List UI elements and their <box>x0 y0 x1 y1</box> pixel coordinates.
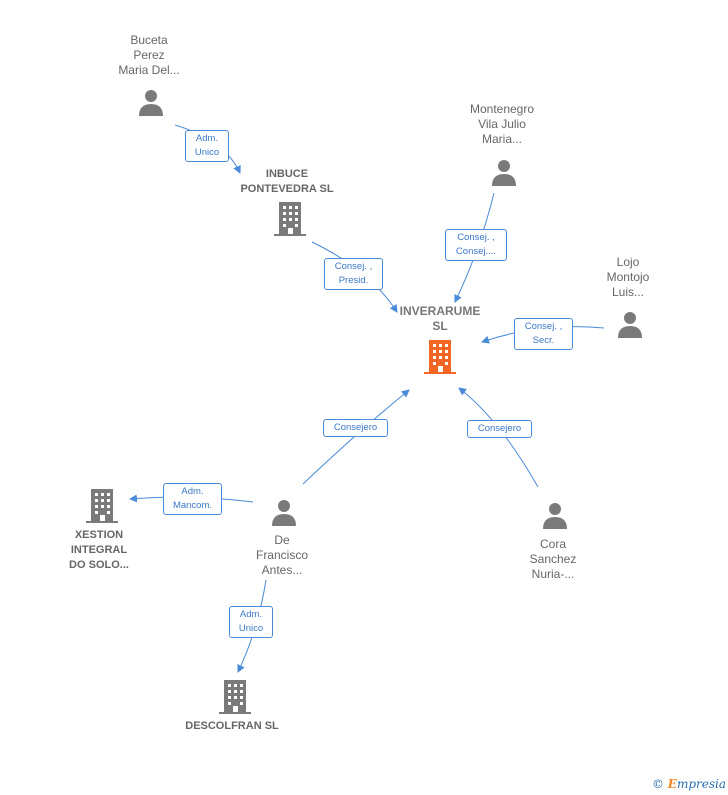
building-icon[interactable] <box>274 202 306 236</box>
node-label-inbuce[interactable]: INBUCE PONTEVEDRA SL <box>240 168 334 195</box>
node-label-de-francisco[interactable]: De Francisco Antes... <box>255 533 308 577</box>
edge-label-buceta-inbuce[interactable]: Adm. Unico <box>185 130 229 162</box>
node-label-descolfran[interactable]: DESCOLFRAN SL <box>185 720 279 732</box>
edge-label-inbuce-center[interactable]: Consej. , Presid. <box>324 258 383 290</box>
empresia-watermark: © Empresia <box>652 777 726 791</box>
edge-label-defrancisco-center[interactable]: Consejero <box>323 419 388 437</box>
building-icon[interactable] <box>86 489 118 523</box>
node-label-inverarume[interactable]: INVERARUME SL <box>399 304 481 333</box>
node-label-xestion[interactable]: XESTION INTEGRAL DO SOLO... <box>69 529 129 571</box>
node-label-cora[interactable]: Cora Sanchez Nuria-... <box>529 537 577 581</box>
person-icon[interactable] <box>490 158 518 186</box>
node-label-buceta[interactable]: Buceta Perez Maria Del... <box>118 33 180 77</box>
person-icon[interactable] <box>541 501 569 529</box>
building-icon-center[interactable] <box>424 340 456 374</box>
brand-initial: E <box>667 777 677 791</box>
edge-label-montenegro-center[interactable]: Consej. , Consej.... <box>445 229 507 261</box>
edge-label-defrancisco-descolfran[interactable]: Adm. Unico <box>229 606 273 638</box>
building-icon[interactable] <box>219 680 251 714</box>
edge-defrancisco-center <box>302 389 410 485</box>
edge-label-defrancisco-xestion[interactable]: Adm. Mancom. <box>163 483 222 515</box>
person-icon[interactable] <box>270 498 298 526</box>
edge-label-cora-center[interactable]: Consejero <box>467 420 532 438</box>
node-label-lojo[interactable]: Lojo Montojo Luis... <box>606 255 650 299</box>
copyright-symbol: © <box>651 777 664 791</box>
brand-name: mpresia <box>676 777 726 791</box>
person-icon[interactable] <box>616 310 644 338</box>
edge-label-lojo-center[interactable]: Consej. , Secr. <box>514 318 573 350</box>
person-icon[interactable] <box>137 88 165 116</box>
node-label-montenegro[interactable]: Montenegro Vila Julio Maria... <box>469 102 535 146</box>
